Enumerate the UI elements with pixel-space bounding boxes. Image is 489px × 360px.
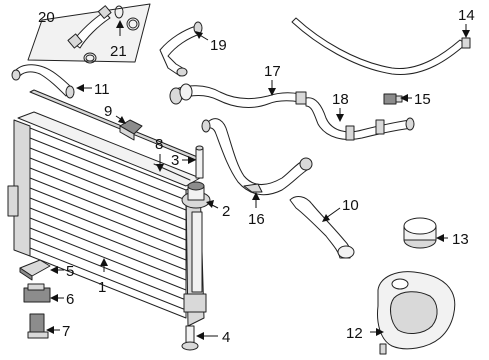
callout-2: 2 <box>206 200 230 220</box>
callout-label-6: 6 <box>66 291 74 308</box>
callout-19: 19 <box>195 31 227 54</box>
callout-21: 21 <box>110 20 127 60</box>
callout-label-17: 17 <box>264 63 281 80</box>
part-18-hose <box>305 97 415 141</box>
part-4-bolt <box>181 325 199 351</box>
callout-6: 6 <box>50 291 74 308</box>
part-6-bracket <box>23 283 51 303</box>
part-14-hose <box>291 17 471 76</box>
callout-7: 7 <box>46 323 70 340</box>
part-1-radiator <box>7 111 207 327</box>
callout-label-15: 15 <box>414 91 431 108</box>
part-11-hose <box>11 64 75 99</box>
callout-5: 5 <box>50 263 74 280</box>
callout-label-16: 16 <box>248 211 265 228</box>
callout-20: 20 <box>38 9 55 26</box>
callout-1: 1 <box>98 258 108 296</box>
part-16-hose <box>201 118 313 196</box>
callout-label-13: 13 <box>452 231 469 248</box>
callout-18: 18 <box>332 91 349 122</box>
callout-17: 17 <box>264 63 281 96</box>
callout-label-7: 7 <box>62 323 70 340</box>
callout-label-19: 19 <box>210 37 227 54</box>
callout-10: 10 <box>322 197 359 222</box>
part-7-bracket <box>27 313 49 339</box>
part-13-cap <box>403 217 437 249</box>
part-19-hose <box>159 21 203 77</box>
callout-label-2: 2 <box>222 203 230 220</box>
part-10-hose <box>289 196 355 259</box>
radiator-fins <box>29 137 187 311</box>
callout-14: 14 <box>458 7 475 38</box>
part-15-clamp <box>383 93 403 105</box>
part-2-mount <box>181 181 211 209</box>
callout-label-5: 5 <box>66 263 74 280</box>
part-3-pin <box>195 145 204 179</box>
callout-11: 11 <box>76 81 110 98</box>
callout-13: 13 <box>436 231 469 248</box>
callout-label-14: 14 <box>458 7 475 24</box>
callout-label-20: 20 <box>38 9 55 26</box>
callout-label-18: 18 <box>332 91 349 108</box>
callout-4: 4 <box>196 329 230 346</box>
callout-15: 15 <box>400 91 431 108</box>
callout-9: 9 <box>104 103 126 124</box>
callout-3: 3 <box>171 152 196 169</box>
part-5-bracket <box>19 259 51 281</box>
callout-label-3: 3 <box>171 152 179 169</box>
callout-label-4: 4 <box>222 329 230 346</box>
callout-8: 8 <box>155 136 164 172</box>
callout-label-21: 21 <box>110 43 127 60</box>
callout-label-11: 11 <box>94 81 110 98</box>
callout-12: 12 <box>346 325 384 342</box>
callout-16: 16 <box>248 192 265 228</box>
part-12-reservoir <box>377 271 456 355</box>
callout-label-1: 1 <box>98 279 106 296</box>
part-17-hose <box>169 83 307 108</box>
callout-label-9: 9 <box>104 103 112 120</box>
callout-label-12: 12 <box>346 325 363 342</box>
part-20-kit-inset <box>27 3 151 64</box>
callout-label-10: 10 <box>342 197 359 214</box>
callout-label-8: 8 <box>155 136 163 153</box>
